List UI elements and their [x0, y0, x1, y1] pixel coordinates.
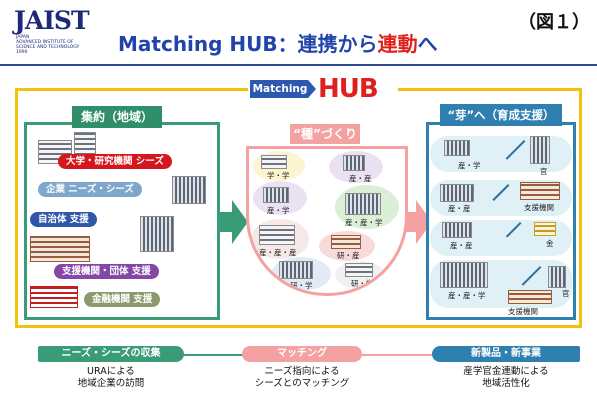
left-bar-finance: 金融機関 支援: [84, 292, 161, 307]
flow-desc-collect: URAによる 地域企業の訪問: [38, 366, 184, 390]
logo-sub-line: ADVANCED INSTITUTE OF: [16, 40, 74, 45]
title-accent: 連動: [377, 32, 418, 56]
flow-desc-line: URAによる: [87, 366, 135, 377]
jaist-logo: JAIST JAPAN ADVANCED INSTITUTE OF SCIENC…: [14, 6, 98, 55]
seed-label: 産・研・学: [275, 281, 313, 290]
title-main: Matching HUB：連携から: [118, 32, 378, 56]
flow-desc-line: 産学官金連動による: [463, 366, 549, 377]
flow-step-collect: ニーズ・シーズの収集: [38, 346, 184, 362]
building-icon: [259, 225, 295, 245]
support-building-icon: [30, 236, 90, 262]
left-bar-municipality: 自治体 支援: [30, 212, 97, 227]
matching-pill: Matching: [250, 80, 316, 98]
logo-sub-line: JAPAN: [16, 35, 30, 40]
seed-label: 産・産・学: [345, 218, 383, 227]
flow-step-new-business: 新製品・新事業: [432, 346, 580, 362]
sprout-label: 産・学: [458, 161, 481, 170]
building-icon: [261, 155, 287, 169]
government-building-icon: [530, 136, 550, 164]
seed-creation-area: 学・学 産・産 産・学 産・産・学 産・産・産 研・産 産・研・学 研・学: [246, 146, 408, 296]
title-end: へ: [417, 32, 438, 56]
flow-desc-line: シーズとのマッチング: [254, 378, 350, 389]
flow-line: [360, 354, 434, 356]
logo-subtext: JAPAN ADVANCED INSTITUTE OF SCIENCE AND …: [16, 35, 98, 55]
bank-building-icon: [534, 222, 556, 236]
flow-line: [180, 354, 250, 356]
sprout-label: 支援機関: [524, 203, 554, 212]
flow-desc-new-business: 産学官金連動による 地域活性化: [432, 366, 580, 390]
page-title: Matching HUB：連携から連動へ: [118, 28, 438, 57]
seed-label: 研・産: [337, 251, 360, 260]
sprout-label: 産・産・学: [448, 291, 486, 300]
arrow-right-green-icon: [218, 200, 248, 244]
sprout-label: 産・産: [448, 204, 471, 213]
sprout-label: 支援機関: [508, 307, 538, 316]
building-icon: [444, 140, 470, 156]
sprout-label: 産・産: [450, 241, 473, 250]
arrow-right-pink-icon: [402, 200, 432, 244]
sprout-label: 官: [562, 289, 570, 298]
support-building-icon: [508, 290, 552, 304]
header-divider: [0, 64, 597, 66]
building-icon: [345, 193, 381, 215]
logo-sub-line: 1990: [16, 50, 28, 55]
left-bar-university: 大学・研究機関 シーズ: [58, 154, 172, 169]
seed-label: 研・学: [351, 279, 374, 288]
left-bar-company: 企業 ニーズ・シーズ: [38, 182, 142, 197]
logo-sub-line: SCIENCE AND TECHNOLOGY: [16, 45, 80, 50]
seed-label: 産・産・産: [259, 248, 297, 257]
seed-label: 産・産: [349, 174, 372, 183]
municipal-building-icon: [140, 216, 174, 252]
building-icon: [440, 262, 488, 288]
building-icon: [279, 261, 313, 279]
sprout-heading: “芽”へ（育成支援）: [440, 104, 562, 126]
left-bar-support-org: 支援機関・団体 支援: [54, 264, 159, 279]
flow-desc-line: 地域活性化: [482, 378, 530, 389]
hub-word: HUB: [318, 74, 379, 104]
logo-text: JAIST: [14, 6, 90, 35]
aggregation-heading: 集約（地域）: [72, 106, 162, 128]
seed-heading: “種”づくり: [290, 124, 360, 144]
flow-desc-matching: ニーズ指向による シーズとのマッチング: [242, 366, 362, 390]
seed-label: 産・学: [267, 206, 290, 215]
flow-desc-line: ニーズ指向による: [264, 366, 340, 377]
government-building-icon: [548, 266, 566, 288]
support-building-icon: [520, 182, 560, 200]
building-icon: [440, 184, 474, 202]
building-icon: [331, 235, 361, 249]
flow-step-matching: マッチング: [242, 346, 362, 362]
bank-building-icon: [30, 286, 78, 308]
building-icon: [263, 187, 289, 203]
flow-desc-line: 地域企業の訪問: [77, 378, 145, 389]
sprout-label: 官: [540, 167, 548, 176]
seed-label: 学・学: [267, 171, 290, 180]
building-icon: [345, 263, 373, 277]
company-building-icon: [172, 176, 206, 204]
building-icon: [343, 155, 365, 171]
sprout-label: 金: [546, 239, 554, 248]
building-icon: [442, 222, 472, 238]
figure-label: （図１）: [518, 12, 590, 33]
